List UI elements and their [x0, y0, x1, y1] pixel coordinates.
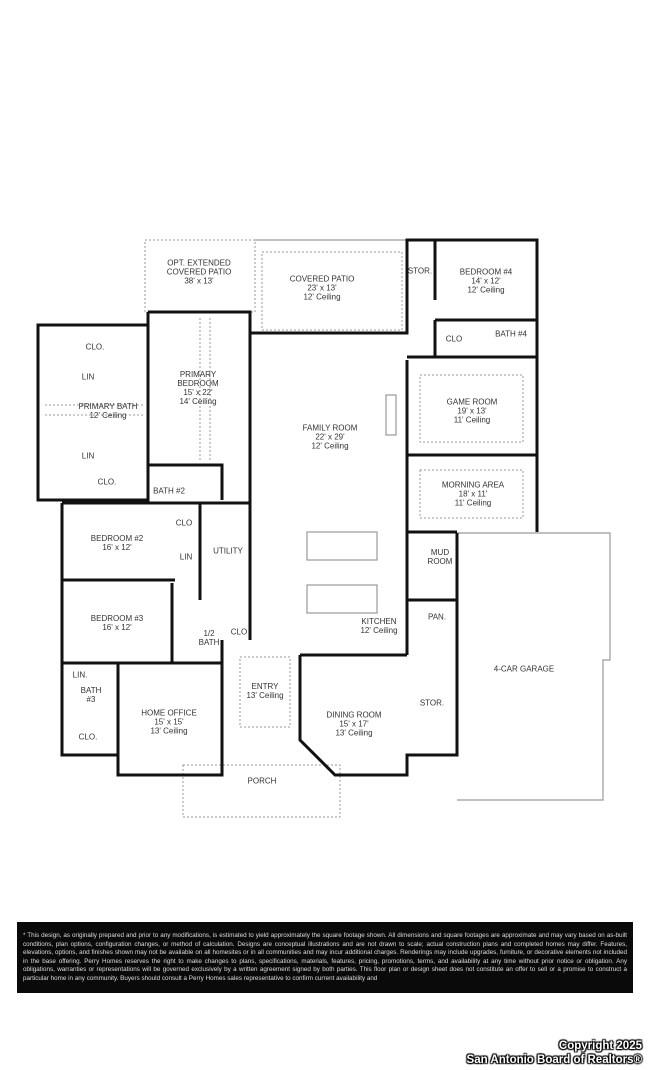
- room-label-linen-bottom: LIN: [81, 451, 95, 461]
- room-label-primary-closet-bottom: CLO.: [97, 477, 117, 487]
- game-room-ceiling: [419, 374, 524, 443]
- kitchen-island-1: [306, 531, 378, 561]
- room-label-closet-bath3: CLO.: [78, 732, 98, 742]
- porch-outline: [182, 764, 341, 818]
- copyright-line-2: San Antonio Board of Realtors®: [466, 1054, 642, 1066]
- room-label-utility: UTILITY: [213, 546, 243, 556]
- copyright-watermark: Copyright 2025 San Antonio Board of Real…: [467, 1039, 642, 1067]
- room-label-storage-top: STOR.: [407, 266, 433, 276]
- room-label-linen-bath3: LIN.: [72, 670, 88, 680]
- room-label-bath-3: BATH#3: [80, 686, 102, 704]
- room-label-linen-top: LIN: [81, 372, 95, 382]
- thin-lines: [255, 239, 611, 801]
- entry-ceiling: [239, 656, 291, 728]
- room-label-porch: PORCH: [247, 776, 277, 786]
- fireplace: [385, 394, 397, 436]
- room-label-bath-2: BATH #2: [153, 486, 185, 496]
- room-label-pantry: PAN.: [427, 612, 447, 622]
- room-label-closet-bath4: CLO: [445, 334, 463, 344]
- room-label-linen-bedroom2: LIN: [179, 552, 193, 562]
- morning-area-ceiling: [419, 469, 524, 519]
- disclaimer-text: * This design, as originally prepared an…: [17, 922, 633, 993]
- room-label-garage: 4-CAR GARAGE: [493, 664, 555, 674]
- walls: [36, 238, 539, 777]
- room-label-bath-4: BATH #4: [495, 329, 527, 339]
- copyright-line-1: Copyright 2025: [558, 1040, 642, 1052]
- room-label-closet-bedroom2: CLO: [175, 518, 193, 528]
- room-label-primary-closet-top: CLO.: [85, 342, 105, 352]
- covered-patio-outline: [261, 251, 403, 331]
- room-label-hall-closet: CLO: [230, 627, 248, 637]
- room-label-storage-garage: STOR.: [419, 698, 445, 708]
- kitchen-island-2: [306, 584, 378, 614]
- garage-outline: [457, 532, 611, 801]
